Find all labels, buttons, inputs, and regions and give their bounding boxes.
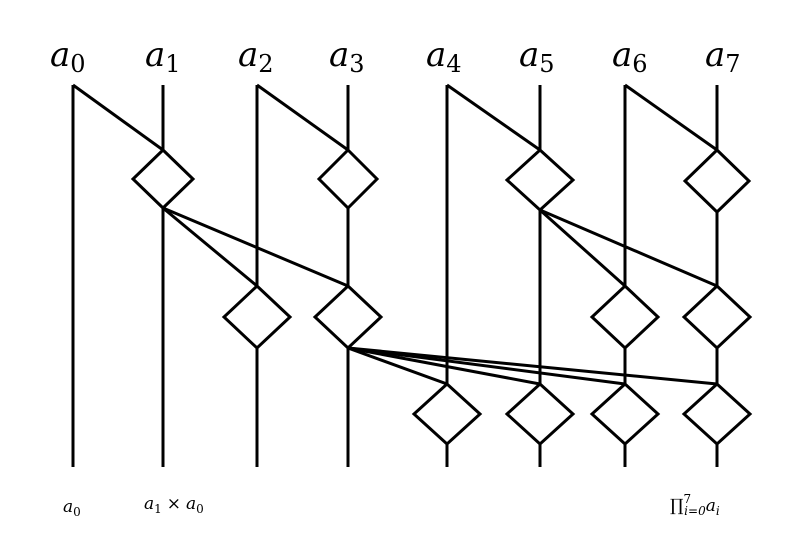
node-stage1-wire1 [130, 147, 196, 211]
node-stage2-wire3 [312, 283, 384, 351]
node-stage3-wire6 [589, 381, 661, 447]
node-stage2-wire6 [589, 283, 661, 351]
node-stage3-wire4 [411, 381, 483, 447]
connector-0-to-1 [72, 83, 164, 152]
input-label-a7: a7 [705, 35, 741, 78]
stage-1-connectors [72, 83, 718, 152]
connector-1-to-2 [162, 206, 258, 288]
node-stage1-wire5 [504, 147, 576, 213]
node-stage2-wire7 [681, 283, 753, 351]
combine-nodes [130, 147, 753, 447]
input-label-a5: a5 [519, 35, 555, 78]
connector-2-to-3 [256, 83, 349, 152]
stage-2-connectors [162, 206, 718, 288]
node-stage1-wire7 [682, 147, 752, 215]
input-label-a2: a2 [238, 35, 274, 78]
input-label-a1: a1 [145, 35, 181, 78]
node-stage2-wire2 [221, 283, 293, 351]
input-label-a4: a4 [426, 35, 462, 78]
connector-3-to-4 [347, 346, 448, 386]
node-stage1-wire3 [316, 147, 380, 211]
output-label-1: a1×a0 [144, 494, 204, 516]
connector-5-to-7 [539, 208, 718, 288]
connector-3-to-5 [347, 346, 541, 386]
input-label-a3: a3 [329, 35, 365, 78]
stage-3-connectors [347, 346, 718, 386]
connector-5-to-6 [539, 208, 626, 288]
input-labels: a0 a1 a2 a3 a4 a5 a6 a7 [50, 35, 741, 78]
node-stage3-wire7 [681, 381, 753, 447]
connector-1-to-3 [162, 206, 349, 288]
output-label-0: a0 [63, 497, 81, 519]
connector-3-to-7 [347, 346, 718, 386]
node-stage3-wire5 [504, 381, 576, 447]
connector-4-to-5 [446, 83, 541, 152]
input-label-a0: a0 [50, 35, 86, 78]
input-label-a6: a6 [612, 35, 648, 78]
connector-6-to-7 [624, 83, 718, 152]
